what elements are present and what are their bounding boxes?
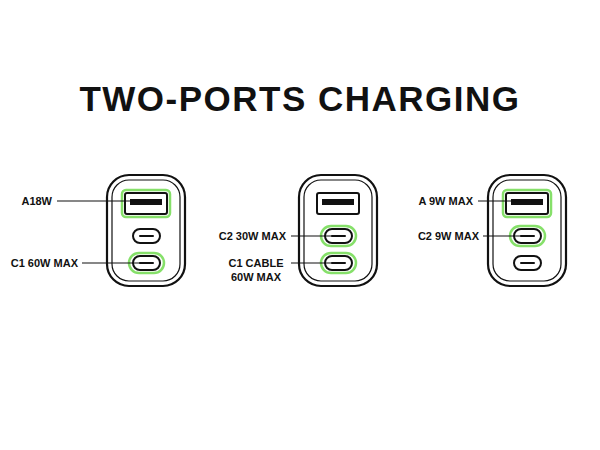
port-label: C1 60W MAX (11, 256, 78, 270)
charger (107, 175, 185, 286)
leader-lines (57, 201, 528, 263)
port-label: A18W (21, 194, 52, 208)
port-label: A 9W MAX (418, 194, 473, 208)
charger (299, 175, 377, 286)
title: TWO-PORTS CHARGING (0, 79, 600, 119)
port-label: C2 9W MAX (418, 229, 479, 243)
port-label: C1 CABLE 60W MAX (223, 256, 289, 284)
charger (488, 175, 566, 286)
port-label: C2 30W MAX (219, 229, 286, 243)
